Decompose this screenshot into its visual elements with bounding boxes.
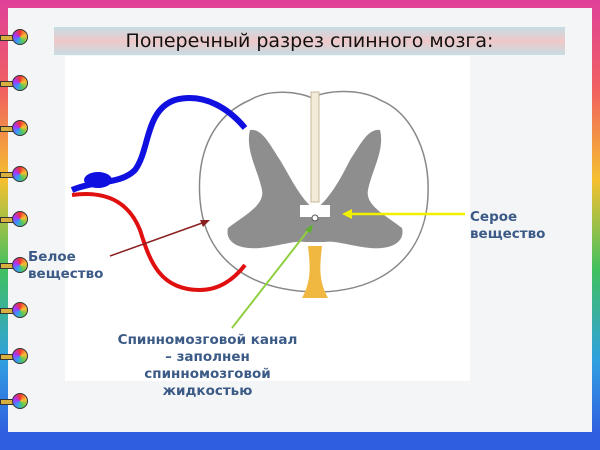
binder-ring-icon — [0, 302, 28, 318]
binder-ring-icon — [0, 29, 28, 45]
white-matter-arrow — [109, 221, 206, 257]
canal-fluid — [302, 246, 328, 298]
label-line: – заполнен — [165, 349, 250, 365]
slide-title: Поперечный разрез спинного мозга: — [54, 27, 565, 55]
label-line: Белое — [28, 249, 76, 265]
canal-label: Спинномозговой канал – заполнен спинномо… — [100, 332, 315, 400]
sensory-root — [71, 192, 247, 293]
label-line: вещество — [470, 226, 546, 242]
label-line: жидкостью — [162, 383, 253, 399]
gray-matter-label: Серое вещество — [470, 209, 545, 243]
bottom-bar — [0, 432, 600, 450]
binder-ring-icon — [0, 165, 28, 182]
white-matter-label: Белое вещество — [28, 249, 103, 283]
central-canal — [311, 214, 319, 222]
label-line: Спинномозговой канал — [117, 332, 298, 348]
gray-matter — [227, 129, 403, 249]
median-fissure — [310, 91, 320, 203]
binder-ring-icon — [0, 347, 28, 364]
binder-ring-icon — [0, 74, 28, 91]
binder-ring-icon — [0, 393, 28, 409]
label-line: вещество — [28, 266, 104, 282]
label-line: Серое — [470, 209, 518, 225]
binder-ring-icon — [0, 211, 28, 227]
label-line: спинномозговой — [144, 366, 271, 382]
canal-arrow — [231, 227, 311, 329]
binder-ring-icon — [0, 120, 28, 136]
binder-ring-icon — [0, 256, 28, 273]
